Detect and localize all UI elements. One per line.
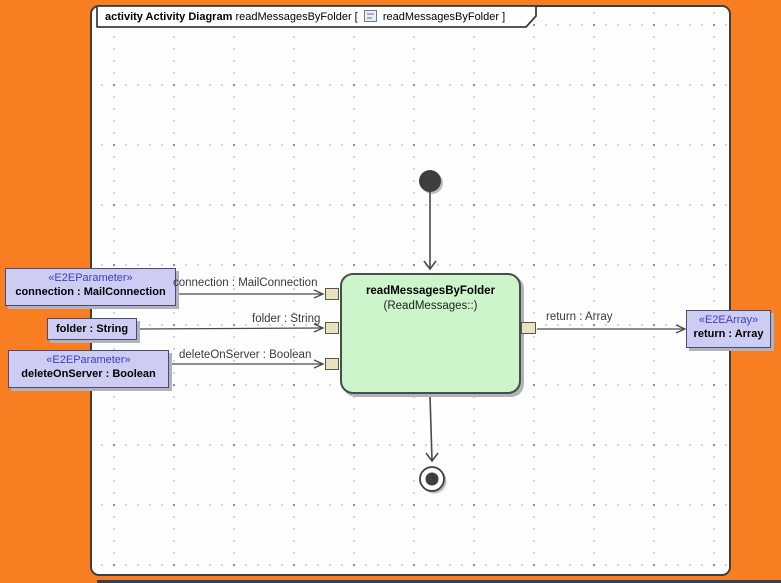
param-box-connection[interactable]: «E2EParameter» connection : MailConnecti… [5, 268, 176, 306]
edge-label-folder[interactable]: folder : String [252, 313, 321, 325]
activity-name: readMessagesByFolder [365, 285, 496, 297]
input-pin-deleteonserver[interactable] [325, 358, 339, 370]
stereotype-label: «E2EParameter» [48, 272, 133, 284]
output-pin-return[interactable] [521, 322, 536, 334]
param-name: deleteOnServer : Boolean [21, 368, 156, 380]
param-box-folder[interactable]: folder : String [47, 318, 137, 340]
activity-diagram-icon [363, 10, 377, 22]
diagram-kind-label: activity Activity Diagram [105, 11, 233, 23]
param-box-deleteonserver[interactable]: «E2EParameter» deleteOnServer : Boolean [8, 350, 169, 388]
input-pin-connection[interactable] [325, 288, 339, 300]
activity-node-readmessagesbyfolder[interactable]: readMessagesByFolder (ReadMessages::) [340, 273, 521, 394]
stereotype-label: «E2EParameter» [46, 354, 131, 366]
diagram-name: readMessagesByFolder [235, 11, 352, 23]
param-name: connection : MailConnection [15, 286, 166, 298]
param-name: folder : String [55, 323, 129, 335]
edge-label-deleteonserver[interactable]: deleteOnServer : Boolean [179, 349, 312, 361]
result-name: return : Array [693, 328, 764, 340]
frame-tab-label[interactable]: activity Activity Diagram readMessagesBy… [105, 9, 505, 25]
frame-drop-shadow [97, 580, 781, 583]
result-box-return[interactable]: «E2EArray» return : Array [686, 310, 771, 348]
open-bracket: [ [354, 11, 358, 23]
stereotype-label: «E2EArray» [698, 314, 759, 326]
diagram-ref: readMessagesByFolder [382, 11, 500, 23]
input-pin-folder[interactable] [325, 322, 339, 334]
edge-label-connection[interactable]: connection : MailConnection [173, 277, 318, 289]
close-bracket: ] [502, 11, 506, 23]
edge-label-return[interactable]: return : Array [546, 311, 613, 323]
activity-qualifier: (ReadMessages::) [383, 300, 478, 312]
